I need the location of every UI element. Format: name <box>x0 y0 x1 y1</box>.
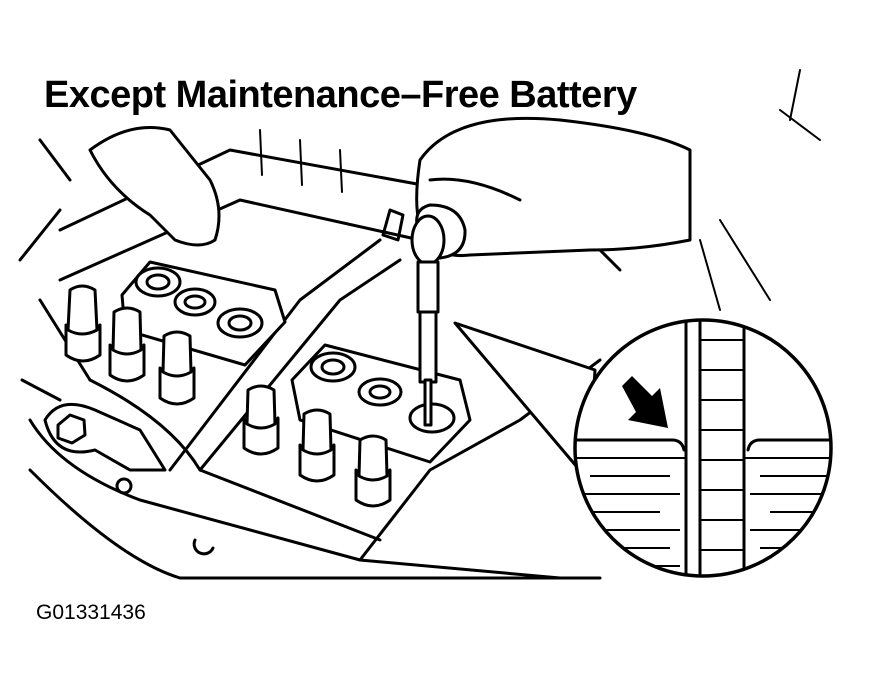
technician-hand <box>88 116 692 260</box>
arrow-down-right-icon <box>622 376 668 428</box>
diagram-title: Except Maintenance–Free Battery <box>44 74 637 116</box>
hold-down-clamp <box>43 402 215 556</box>
battery-tray <box>18 69 821 580</box>
vent-caps <box>64 284 392 508</box>
electrolyte-level-detail <box>573 318 833 578</box>
hydrometer-dipstick <box>381 208 446 427</box>
figure-id: G01331436 <box>36 601 146 624</box>
vent-cap-strip-rear <box>120 260 287 367</box>
